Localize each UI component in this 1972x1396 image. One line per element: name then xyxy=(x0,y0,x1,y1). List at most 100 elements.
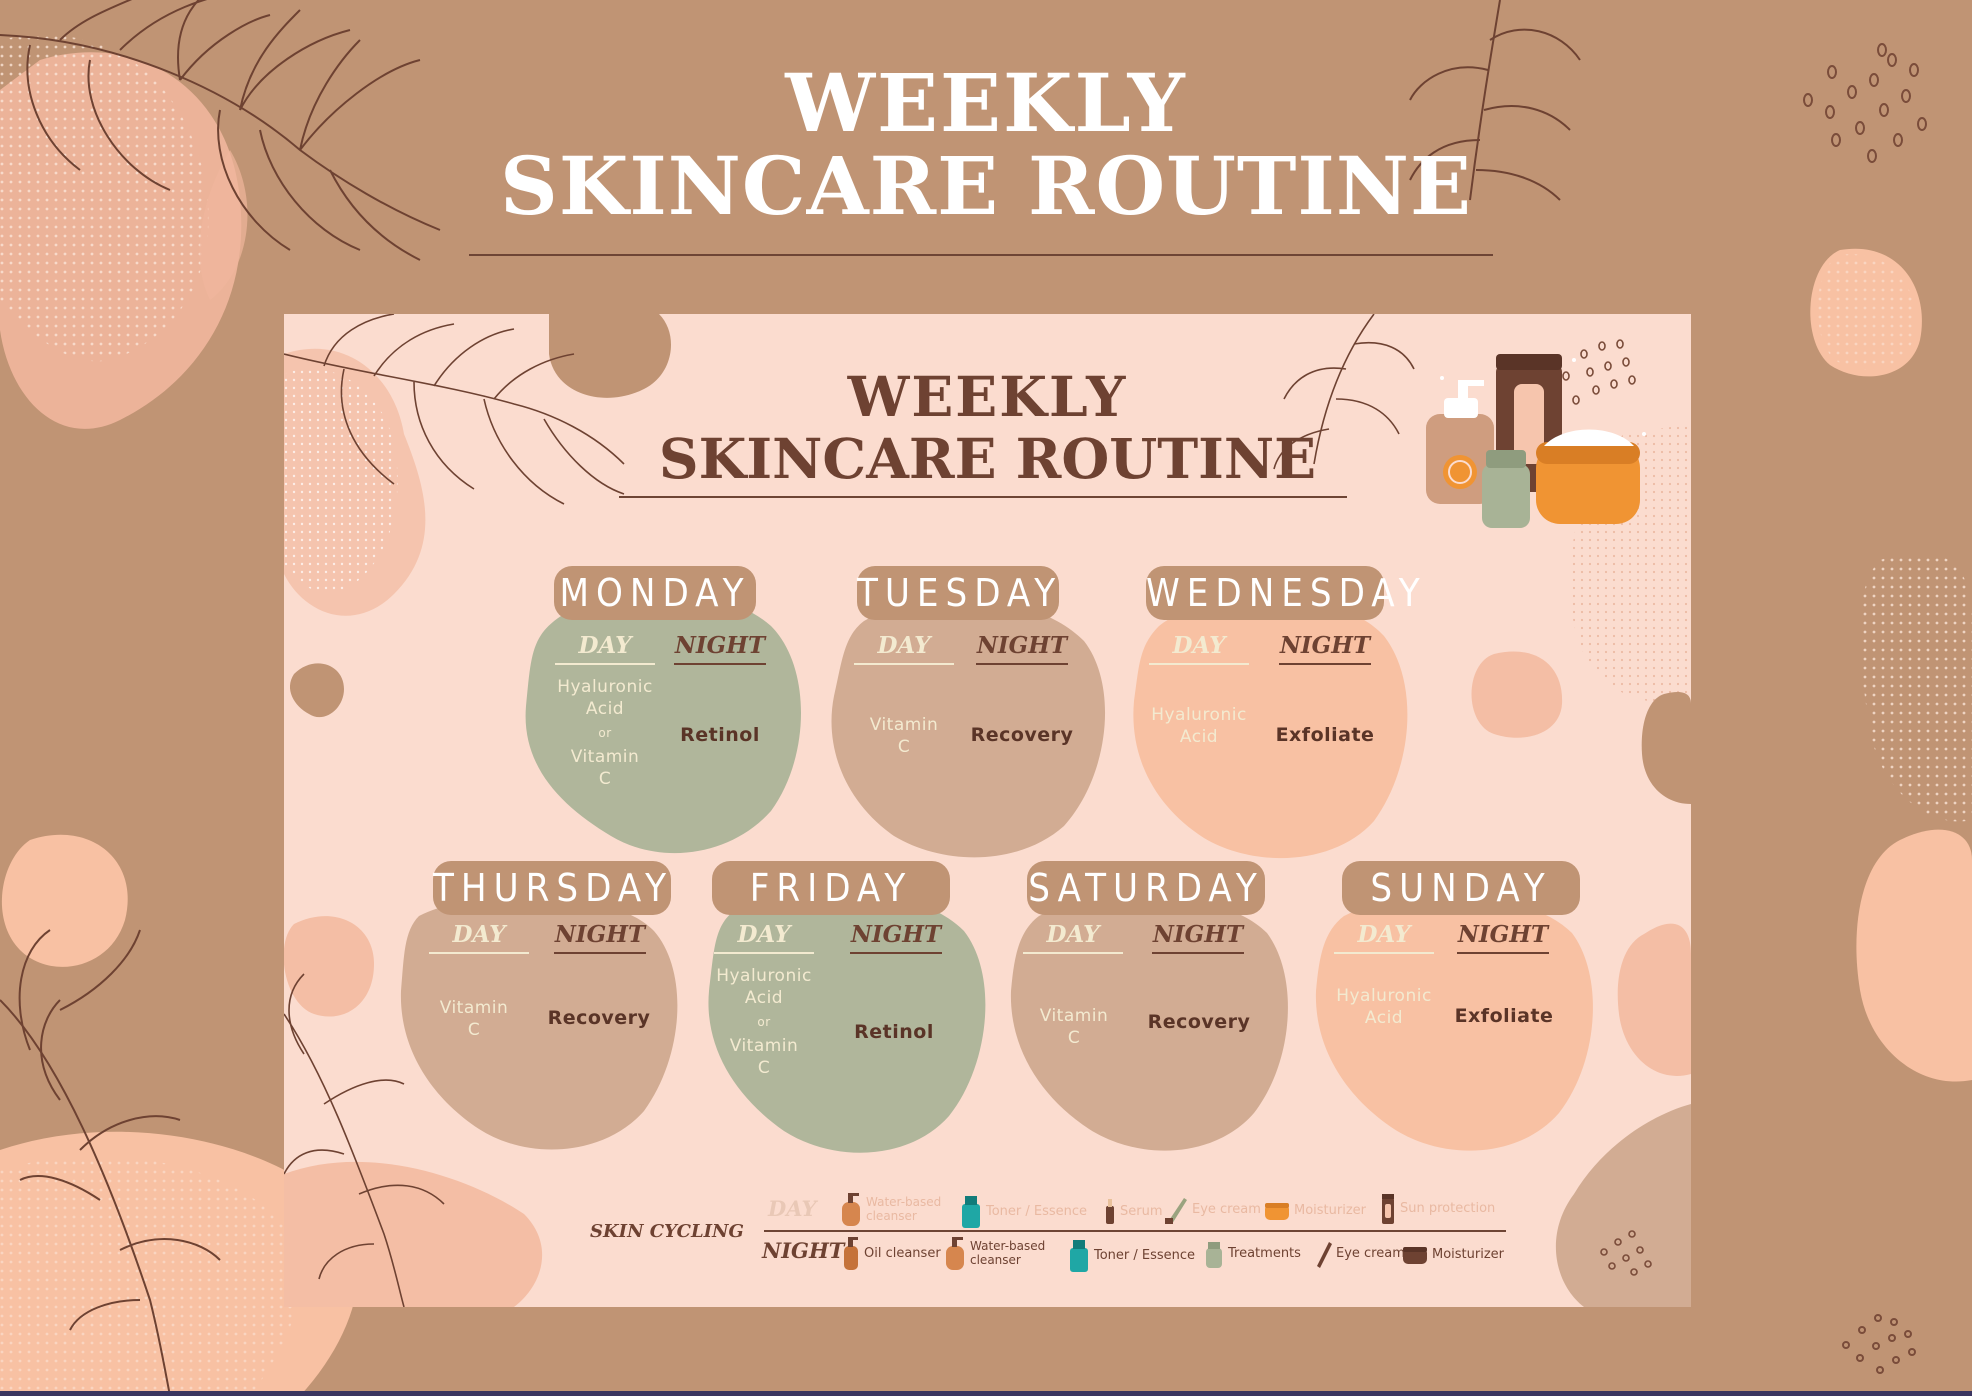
night-step-toner: Water-based cleanser Toner / Essence xyxy=(1068,1238,1200,1272)
day-card-tuesday: TUESDAY DAY NIGHT Vitamin C Recovery xyxy=(824,566,1114,866)
day-step-toner: Toner / Essence xyxy=(960,1194,1094,1228)
day-product: Hyaluronic Acid or Vitamin C xyxy=(704,965,824,1079)
skin-cycling-day-label: DAY xyxy=(768,1196,817,1221)
night-product: Retinol xyxy=(854,1021,934,1043)
skin-cycling-rule xyxy=(764,1230,1506,1232)
night-header: NIGHT xyxy=(976,632,1068,665)
blob-shape xyxy=(1133,597,1408,859)
card-decoration xyxy=(284,314,1691,1307)
inner-title-line1: WEEKLY xyxy=(847,364,1128,429)
oil-cleanser-bottle-icon xyxy=(844,1237,858,1270)
day-step-serum: Serum xyxy=(1104,1198,1164,1224)
day-product-or: or xyxy=(757,1015,771,1029)
cleanser-bottle-icon xyxy=(946,1237,964,1270)
skincare-products-illustration xyxy=(1426,354,1646,528)
day-tab-sunday: SUNDAY xyxy=(1342,861,1580,915)
toner-bottle-icon xyxy=(962,1196,980,1228)
day-product-line1: Hyaluronic xyxy=(557,677,653,697)
night-product: Exfoliate xyxy=(1454,1005,1554,1027)
day-step-label: Sun protection xyxy=(1400,1200,1496,1216)
day-product-line1: Vitamin xyxy=(869,715,939,735)
day-tab-friday: FRIDAY xyxy=(712,861,950,915)
day-step-label: Water-based cleanser xyxy=(866,1195,942,1223)
day-product-line3: Vitamin xyxy=(570,747,640,767)
inner-title: WEEKLY SKINCARE ROUTINE xyxy=(284,364,1691,492)
eye-cream-tube-icon xyxy=(1165,1198,1187,1224)
blob-shape xyxy=(708,890,986,1153)
night-header: NIGHT xyxy=(1279,632,1371,665)
night-step-label: Eye cream xyxy=(1336,1245,1405,1261)
day-card-thursday: THURSDAY DAY NIGHT Vitamin C Recovery xyxy=(399,861,689,1161)
day-card-sunday: SUNDAY DAY NIGHT Hyaluronic Acid Exfolia… xyxy=(1314,861,1604,1161)
day-product-line4: C xyxy=(598,769,612,789)
day-step-moisturizer: Moisturizer xyxy=(1264,1200,1376,1220)
blob-shape xyxy=(525,592,801,854)
sunscreen-bottle-icon xyxy=(1382,1194,1394,1224)
day-product-line2: Acid xyxy=(1364,1008,1404,1028)
day-tab-wednesday: WEDNESDAY xyxy=(1146,566,1420,620)
night-step-label: Moisturizer xyxy=(1432,1246,1505,1262)
day-product-line1: Vitamin xyxy=(1039,1006,1109,1026)
outer-title: WEEKLY SKINCARE ROUTINE xyxy=(0,61,1972,234)
day-product: Vitamin C xyxy=(1014,1005,1134,1049)
day-tab-saturday: SATURDAY xyxy=(1027,861,1265,915)
outer-title-line2: SKINCARE ROUTINE xyxy=(500,139,1472,234)
inner-title-line2: SKINCARE ROUTINE xyxy=(658,426,1317,492)
night-product: Recovery xyxy=(1147,1011,1251,1033)
day-product-line1: Hyaluronic xyxy=(716,966,812,986)
day-card-saturday: SATURDAY DAY NIGHT Vitamin C Recovery xyxy=(1009,861,1299,1161)
night-step-oil-cleanser: Oil cleanser xyxy=(842,1236,946,1270)
skin-cycling-title: SKIN CYCLING xyxy=(590,1221,744,1242)
day-product: Hyaluronic Acid or Vitamin C xyxy=(545,676,665,790)
inner-title-rule xyxy=(619,496,1347,498)
night-header: NIGHT xyxy=(554,921,646,954)
day-header: DAY xyxy=(1149,632,1249,665)
night-step-label: Toner / Essence xyxy=(1094,1247,1196,1263)
cleanser-bottle-icon xyxy=(842,1193,860,1226)
outer-title-rule xyxy=(469,254,1493,256)
night-product: Exfoliate xyxy=(1275,724,1375,746)
eye-cream-tube-icon xyxy=(1317,1242,1332,1268)
moisturizer-jar-icon xyxy=(1265,1203,1289,1220)
day-step-label: Moisturizer xyxy=(1294,1202,1367,1218)
day-step-water-cleanser: Water-based cleanser xyxy=(840,1192,952,1226)
day-product-line4: C xyxy=(757,1058,771,1078)
skin-cycling-night-label: NIGHT xyxy=(762,1238,845,1263)
blob-shape xyxy=(1315,895,1593,1151)
night-product: Recovery xyxy=(970,724,1074,746)
day-product-line2: C xyxy=(467,1020,481,1040)
night-header: NIGHT xyxy=(850,921,942,954)
day-product-or: or xyxy=(598,726,612,740)
day-tab-thursday: THURSDAY xyxy=(433,861,671,915)
day-product-line1: Hyaluronic xyxy=(1151,705,1247,725)
day-step-label: Serum xyxy=(1120,1203,1163,1219)
day-header: DAY xyxy=(555,632,655,665)
window-bottom-strip xyxy=(0,1391,1972,1396)
day-header: DAY xyxy=(854,632,954,665)
night-header: NIGHT xyxy=(674,632,766,665)
day-product-line2: C xyxy=(1067,1028,1081,1048)
night-step-eye-cream: Eye cream xyxy=(1314,1238,1410,1268)
day-product-line2: Acid xyxy=(1179,727,1219,747)
day-card-wednesday: WEDNESDAY DAY NIGHT Hyaluronic Acid Exfo… xyxy=(1129,566,1420,866)
moisturizer-jar-icon xyxy=(1403,1247,1427,1264)
night-product: Retinol xyxy=(680,724,760,746)
day-step-sun-protection: Sun protection xyxy=(1380,1192,1500,1224)
day-tab-monday: MONDAY xyxy=(554,566,756,620)
night-header: NIGHT xyxy=(1152,921,1244,954)
night-header: NIGHT xyxy=(1457,921,1549,954)
blob-shape xyxy=(400,895,678,1150)
day-product: Hyaluronic Acid xyxy=(1319,985,1449,1029)
day-header: DAY xyxy=(1334,921,1434,954)
day-product-line2: Acid xyxy=(585,699,625,719)
day-card-friday: FRIDAY DAY NIGHT Hyaluronic Acid or Vita… xyxy=(704,861,994,1161)
day-step-label: Toner / Essence xyxy=(986,1203,1088,1219)
night-step-water-cleanser: Water-based cleanser xyxy=(944,1236,1056,1270)
day-product: Vitamin C xyxy=(419,997,529,1041)
night-step-moisturizer: Moisturizer xyxy=(1402,1244,1514,1264)
day-step-eye-cream: Eye cream xyxy=(1164,1194,1262,1224)
serum-bottle-icon xyxy=(1106,1199,1114,1224)
night-step-label: Water-based cleanser xyxy=(970,1239,1046,1267)
day-product-line2: Acid xyxy=(744,988,784,1008)
